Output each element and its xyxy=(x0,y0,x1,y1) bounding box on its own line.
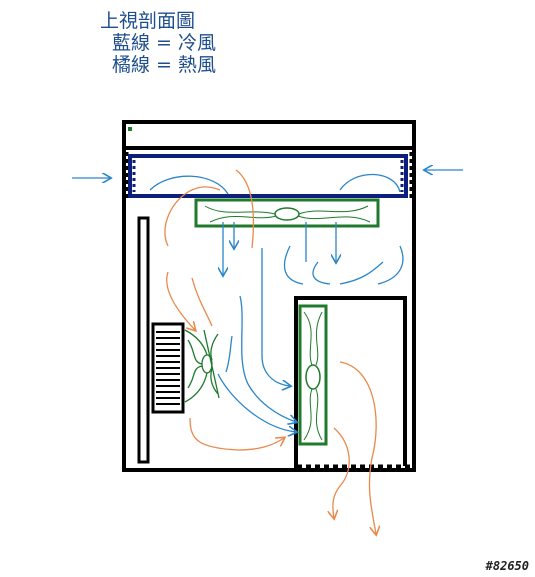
case-outline xyxy=(122,120,416,472)
cold-air-arrow xyxy=(261,248,290,386)
hot-air-arrow xyxy=(166,271,195,330)
hot-air-arrow xyxy=(333,427,350,518)
lower-compartment xyxy=(294,296,407,468)
hot-air-arrow xyxy=(189,417,284,451)
cpu-fan-icon xyxy=(184,329,220,403)
cold-air-arrow xyxy=(217,373,296,432)
gpu-fan-icon xyxy=(298,304,328,446)
cold-air-arrow xyxy=(339,245,404,285)
diagram-title: 上視剖面圖 xyxy=(100,10,196,32)
hot-air-arrow xyxy=(235,169,255,249)
legend-block: 上視剖面圖 藍線 = 冷風 橘線 = 熱風 xyxy=(100,10,216,76)
heatsink-icon xyxy=(151,322,185,414)
cold-air-arrow xyxy=(239,295,296,422)
hot-air-arrows xyxy=(164,169,376,534)
radiator-icon xyxy=(128,154,408,198)
legend-cold-air: 藍線 = 冷風 xyxy=(112,32,216,54)
image-watermark: #82650 xyxy=(485,559,529,573)
cold-air-arrow xyxy=(305,222,336,262)
cold-air-arrow xyxy=(225,335,233,373)
cold-air-arrow xyxy=(283,245,331,285)
hot-air-arrow xyxy=(164,186,221,247)
cold-air-arrow xyxy=(339,173,401,193)
cold-air-arrows xyxy=(72,170,463,432)
side-bracket xyxy=(137,216,150,464)
fan-icon xyxy=(194,198,380,228)
hot-air-arrow xyxy=(191,277,213,327)
legend-hot-air: 橘線 = 熱風 xyxy=(112,54,216,76)
cold-air-arrow xyxy=(149,175,229,195)
hot-air-arrow xyxy=(339,361,376,534)
